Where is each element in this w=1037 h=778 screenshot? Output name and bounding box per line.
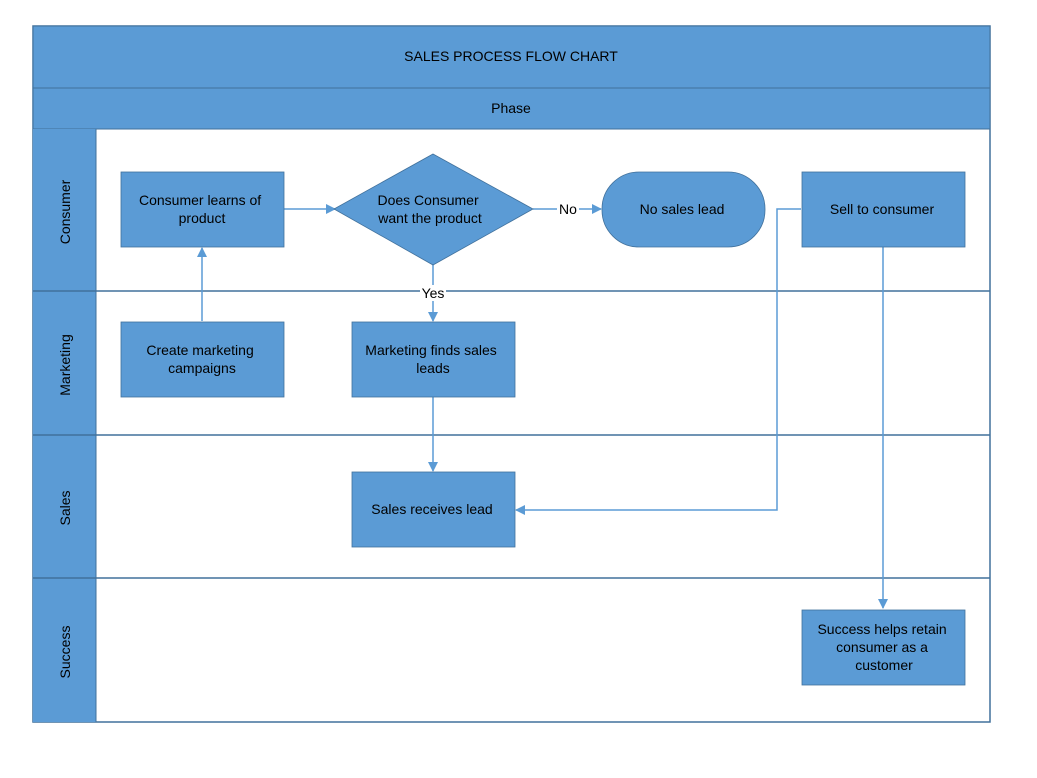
process-box: [351, 471, 516, 548]
process-label: Consumer learns of product: [139, 192, 265, 226]
process-box: [120, 171, 285, 248]
process-success-retain[interactable]: Success helps retain consumer as a custo…: [801, 609, 966, 686]
label-line: want the product: [377, 210, 482, 226]
lane-label-sales: Sales: [57, 490, 73, 525]
phase-label: Phase: [491, 100, 531, 116]
edge-label-no-bg: [557, 201, 579, 217]
lane-label-consumer: Consumer: [57, 179, 73, 244]
process-label: Success helps retain consumer as a custo…: [817, 621, 950, 673]
phase-band: [32, 87, 991, 130]
label-line: leads: [416, 360, 449, 376]
label-line: campaigns: [168, 360, 236, 376]
process-box: [120, 321, 285, 398]
edge-label-yes-bg: [420, 285, 446, 301]
decision-label: Does Consumer want the product: [377, 192, 482, 226]
connector-sell-to-sales: [515, 208, 801, 515]
label-line: consumer as a: [836, 639, 928, 655]
process-box: [801, 171, 966, 248]
process-sales-receives[interactable]: Sales receives lead: [351, 471, 516, 548]
label-line: customer: [855, 657, 913, 673]
label-line: Marketing finds sales: [365, 342, 497, 358]
process-label: Sales receives lead: [371, 501, 492, 517]
decision-diamond: [333, 153, 534, 266]
terminal-no-sales-lead[interactable]: No sales lead: [601, 171, 766, 248]
edge-label-yes: Yes: [422, 285, 445, 301]
process-label: Create marketing campaigns: [146, 342, 257, 376]
lane-label-marketing: Marketing: [57, 334, 73, 395]
terminal-label: No sales lead: [640, 201, 725, 217]
process-sell-to-consumer[interactable]: Sell to consumer: [801, 171, 966, 248]
process-label: Sell to consumer: [830, 201, 935, 217]
process-box: [351, 321, 516, 398]
chart-title: SALES PROCESS FLOW CHART: [404, 48, 618, 64]
decision-wants-product[interactable]: Does Consumer want the product: [333, 153, 534, 266]
process-marketing-finds[interactable]: Marketing finds sales leads: [351, 321, 516, 398]
lane-header-column: [33, 129, 96, 722]
label-line: Consumer learns of: [139, 192, 261, 208]
label-line: Does Consumer: [377, 192, 478, 208]
terminal-pill: [601, 171, 766, 248]
lane-label-success: Success: [57, 626, 73, 679]
process-label: Marketing finds sales leads: [365, 342, 500, 376]
label-line: Success helps retain: [817, 621, 946, 637]
label-line: product: [179, 210, 226, 226]
process-box: [801, 609, 966, 686]
edge-label-no: No: [559, 201, 577, 217]
title-band: [32, 25, 991, 89]
label-line: Create marketing: [146, 342, 253, 358]
process-consumer-learns[interactable]: Consumer learns of product: [120, 171, 285, 248]
process-create-campaigns[interactable]: Create marketing campaigns: [120, 321, 285, 398]
